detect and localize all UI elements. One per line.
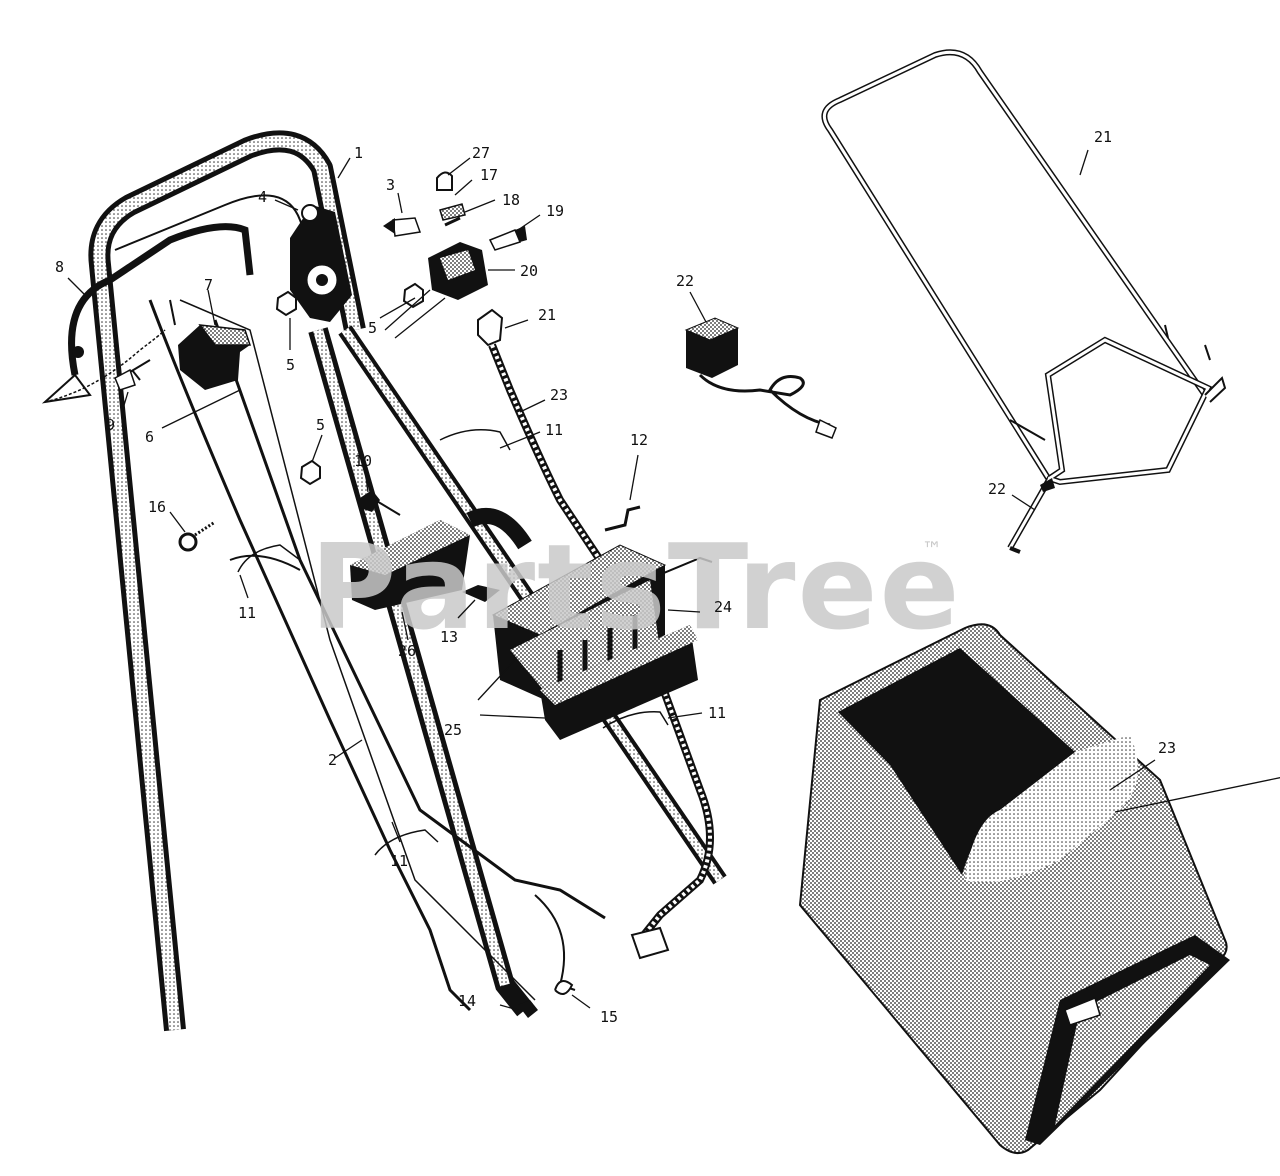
battery-cover <box>350 520 470 610</box>
callout-1: 1 <box>354 144 363 162</box>
battery-clip <box>462 585 500 602</box>
callout-18: 18 <box>502 191 520 209</box>
callout-13: 13 <box>440 628 458 646</box>
switch-key-assembly <box>428 171 527 300</box>
callout-16: 16 <box>148 498 166 516</box>
callout-4: 4 <box>258 188 267 206</box>
upper-handle <box>88 130 366 1032</box>
callout-26: 26 <box>398 642 416 660</box>
callout-14: 14 <box>458 992 476 1010</box>
callout-22-b: 22 <box>988 480 1006 498</box>
callout-19: 19 <box>546 202 564 220</box>
callout-11-c: 11 <box>708 704 726 722</box>
battery-pack <box>491 544 713 740</box>
callout-22-a: 22 <box>676 272 694 290</box>
watermark-trademark: ™ <box>922 537 942 561</box>
callout-25: 25 <box>444 721 462 739</box>
callout-12: 12 <box>630 431 648 449</box>
callout-9: 9 <box>106 416 115 434</box>
switch-box <box>169 299 252 390</box>
callout-2: 2 <box>328 751 337 769</box>
callout-5-b: 5 <box>368 319 377 337</box>
callout-numbers: 1 2 3 4 5 5 5 6 7 8 9 10 11 11 11 11 12 … <box>55 128 1176 1026</box>
callout-23-a: 23 <box>550 386 568 404</box>
callout-6: 6 <box>145 428 154 446</box>
callout-23-b: 23 <box>1158 739 1176 757</box>
callout-11-a: 11 <box>545 421 563 439</box>
control-cables <box>148 299 606 1012</box>
handle-bracket <box>290 204 352 322</box>
callout-8: 8 <box>55 258 64 276</box>
watermark-text: PartsTree <box>310 518 962 656</box>
callout-20: 20 <box>520 262 538 280</box>
bail-bar <box>41 223 254 404</box>
callout-3: 3 <box>386 176 395 194</box>
callout-11-b: 11 <box>238 604 256 622</box>
callout-7: 7 <box>204 276 213 294</box>
grass-bag-frame <box>821 49 1227 554</box>
callout-10: 10 <box>354 452 372 470</box>
grass-bag <box>798 623 1230 1155</box>
callout-17: 17 <box>480 166 498 184</box>
callout-5-a: 5 <box>286 356 295 374</box>
leader-lines <box>67 149 1280 1011</box>
callout-15: 15 <box>600 1008 618 1026</box>
callout-27: 27 <box>472 144 490 162</box>
callout-21-b: 21 <box>1094 128 1112 146</box>
callout-11-d: 11 <box>390 852 408 870</box>
callout-24: 24 <box>714 598 732 616</box>
callout-21-a: 21 <box>538 306 556 324</box>
battery-charger <box>684 317 837 439</box>
callout-5-c: 5 <box>316 416 325 434</box>
